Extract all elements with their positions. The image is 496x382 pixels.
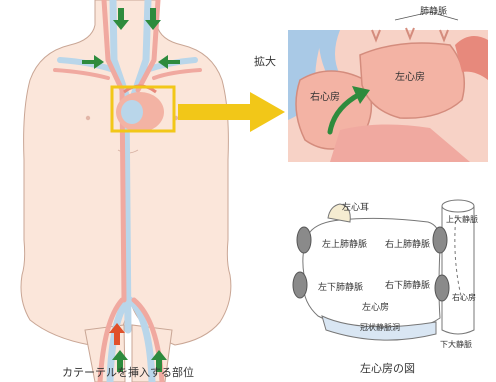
label-right-atrium: 右心房 bbox=[452, 292, 476, 302]
label-left-inferior-pv: 左下肺静脈 bbox=[318, 281, 363, 293]
vein-cap-right-inferior bbox=[435, 275, 449, 301]
zoom-label: 拡大 bbox=[254, 54, 276, 68]
body-figure: カテーテルを挿入する部位 bbox=[21, 0, 231, 382]
zoom-heart-panel: 肺静脈 右心房 左心房 bbox=[288, 5, 488, 162]
label-right-superior-pv: 右上肺静脈 bbox=[385, 238, 430, 250]
vein-cap-right-superior bbox=[433, 227, 447, 253]
label-superior-vena-cava: 上大静脈 bbox=[446, 214, 478, 224]
label-left-superior-pv: 左上肺静脈 bbox=[322, 238, 367, 250]
label-coronary-sinus: 冠状静脈洞 bbox=[360, 322, 400, 332]
left-atrium-diagram: 左心耳 左上肺静脈 右上肺静脈 左下肺静脈 右下肺静脈 左心房 冠状静脈洞 上大… bbox=[293, 200, 478, 375]
vein-cap-left-superior bbox=[297, 227, 311, 253]
superior-vena-cava bbox=[442, 206, 474, 334]
label-left-atrium: 左心房 bbox=[362, 301, 389, 313]
body-caption: カテーテルを挿入する部位 bbox=[62, 365, 194, 379]
label-left-atrium-zoom: 左心房 bbox=[395, 70, 425, 83]
vein-cap-left-inferior bbox=[293, 272, 307, 298]
label-inferior-vena-cava: 下大静脈 bbox=[440, 339, 472, 349]
left-atrium-caption: 左心房の図 bbox=[360, 362, 415, 375]
left-atrium-body bbox=[303, 218, 440, 330]
label-right-inferior-pv: 右下肺静脈 bbox=[385, 279, 430, 291]
label-left-atrial-appendage: 左心耳 bbox=[342, 201, 369, 213]
label-right-atrium-zoom: 右心房 bbox=[310, 90, 340, 103]
label-pulmonary-vein: 肺静脈 bbox=[420, 5, 447, 17]
